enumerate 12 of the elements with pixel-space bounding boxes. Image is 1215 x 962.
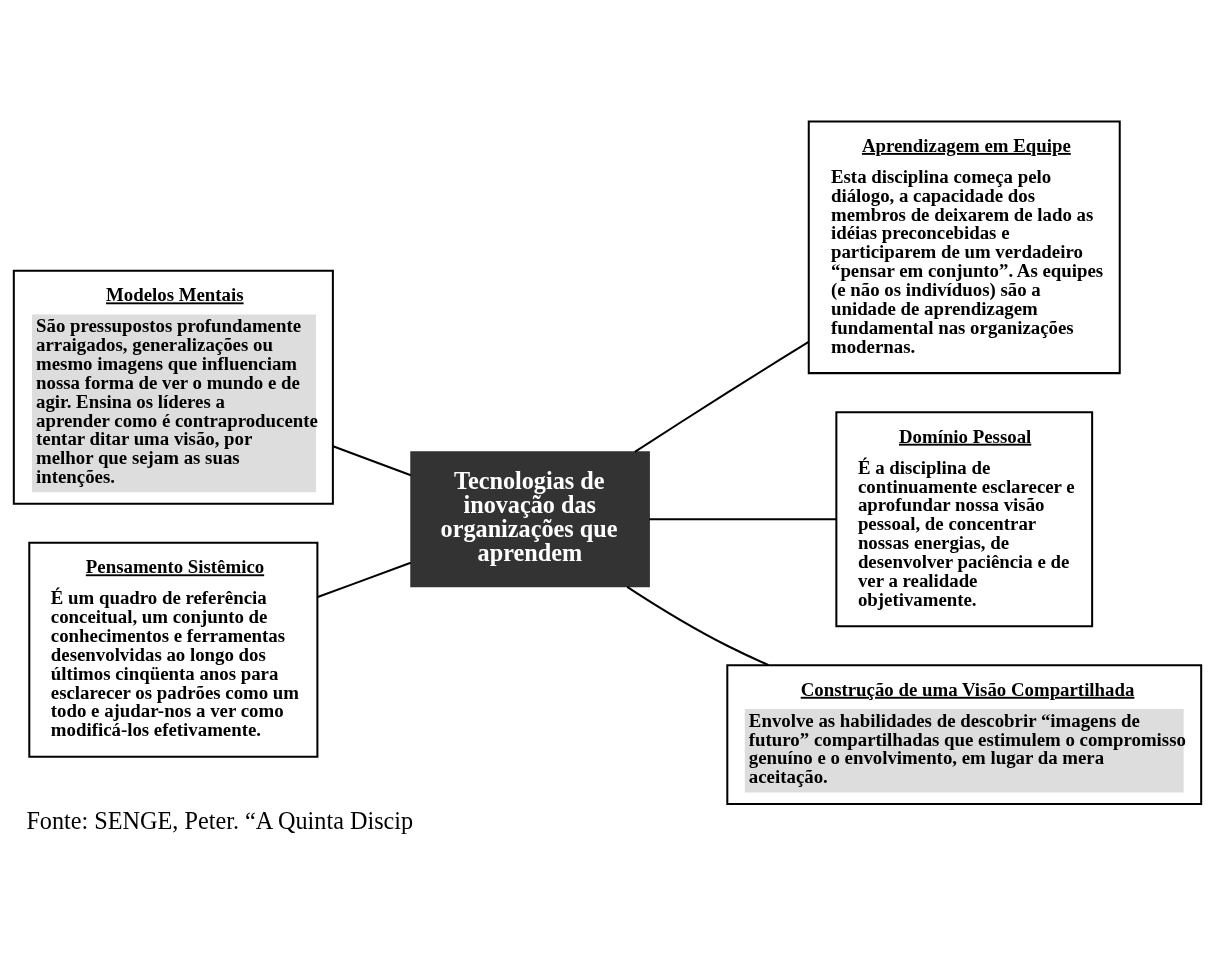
node-box: Aprendizagem em Equipe Esta disciplina começa pelo diálogo, a capacidade dos membros de deixarem de lado as idéias preconcebidas e participarem de um verdadeiro “pensar em conjunto”. As equipes (e não os indivíduos) são a unidade de aprendizagem fundamental nas organizações modernas.: [807, 119, 1121, 374]
node-box: Construção de uma Visão Compartilhada Envolve as habilidades de descobrir “imagens de futuro” compartilhadas que estimulem o compromisso genuíno e o envolvimento, em lugar da mera aceitação.: [726, 663, 1203, 805]
node-box: Modelos Mentais São pressupostos profundamente arraigados, generalizações ou mesmo imagens que influenciam nossa forma de ver o mundo e de agir. Ensina os líderes a aprender como é contraproducente tentar ditar uma visão, por melhor que sejam as suas intenções.: [12, 269, 334, 505]
connector: [332, 444, 412, 476]
node-box: Tecnologias de inovação das organizações que aprendem: [410, 450, 650, 587]
connector: [317, 561, 412, 598]
connector: [649, 517, 837, 520]
caption: Fonte: SENGE, Peter. “A Quinta Discip: [26, 806, 414, 834]
node-box: Domínio Pessoal É a disciplina de continuamente esclarecer e aprofundar nossa visão pessoal, de concentrar nossas energias, de desenvolver paciência e de ver a realidade objetivamente.: [835, 410, 1094, 627]
node-box: Pensamento Sistêmico É um quadro de referência conceitual, um conjunto de conhecimentos e ferramentas desenvolvidas ao longo dos últimos cinqüenta anos para esclarecer os padrões como um todo e ajudar-nos a ver como modificá-los efetivamente.: [28, 541, 319, 758]
connector: [626, 585, 770, 666]
connector: [634, 340, 810, 453]
